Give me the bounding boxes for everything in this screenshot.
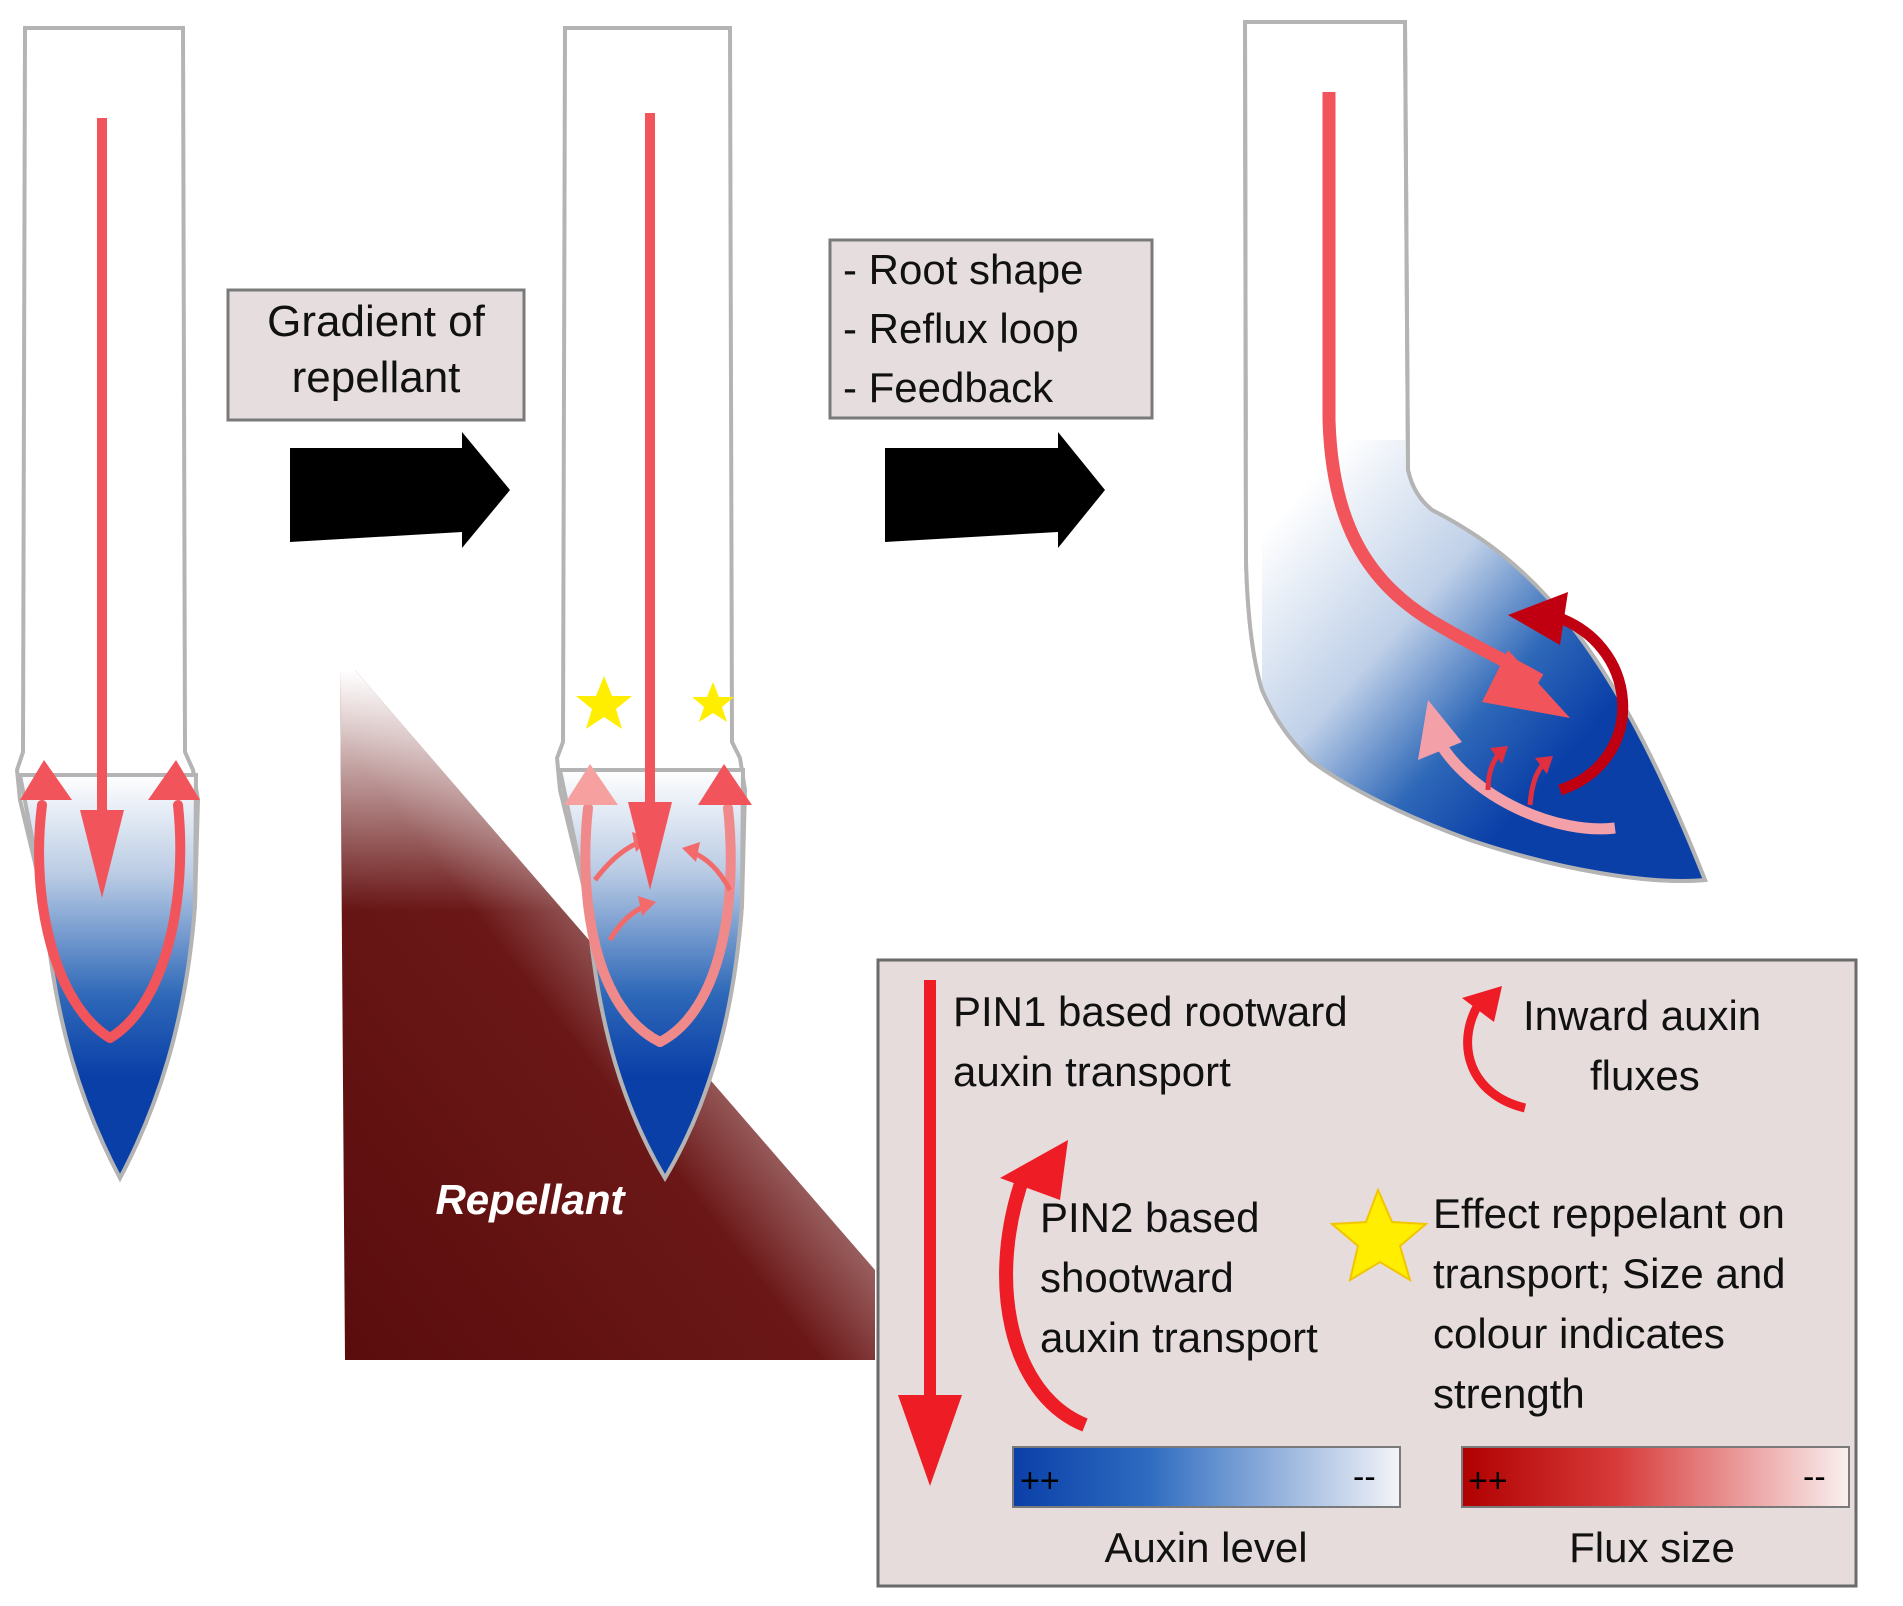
legend-flux-scale bbox=[1461, 1446, 1850, 1508]
root-2-star-left bbox=[576, 676, 632, 729]
root-2 bbox=[554, 26, 752, 1182]
root-2-loop-right-head bbox=[698, 764, 752, 805]
legend-flux-low: -- bbox=[1803, 1458, 1826, 1496]
repellant-label: Repellant bbox=[435, 1176, 626, 1223]
legend-pin2-arrow bbox=[999, 1169, 1088, 1432]
step-1-box-line2: repellant bbox=[292, 353, 461, 402]
step-1-box-line1: Gradient of bbox=[267, 297, 485, 346]
legend-auxin-low: -- bbox=[1353, 1458, 1376, 1496]
legend-inward-line2: fluxes bbox=[1590, 1052, 1700, 1099]
root-1-loop-left-head bbox=[20, 760, 72, 800]
legend-pin2-line1: PIN2 based bbox=[1040, 1194, 1259, 1241]
root-2-loop-left bbox=[580, 803, 665, 1047]
step-2: - Root shape - Reflux loop - Feedback bbox=[828, 238, 1154, 548]
root-1-loop-right bbox=[105, 800, 186, 1043]
root-2-loop-left-head bbox=[564, 764, 618, 805]
legend-inward-line1: Inward auxin bbox=[1523, 992, 1761, 1039]
step-2-box-line1: - Root shape bbox=[843, 246, 1083, 293]
legend-star-line2: transport; Size and bbox=[1433, 1250, 1786, 1297]
legend-pin1-line2: auxin transport bbox=[953, 1048, 1231, 1095]
legend-pin1-arrow-shaft bbox=[924, 980, 936, 1400]
legend-flux-high: ++ bbox=[1468, 1462, 1508, 1500]
root-1-tip bbox=[20, 775, 196, 1178]
root-2-star-right bbox=[692, 682, 734, 722]
root-3-outline bbox=[1242, 20, 1708, 883]
step-2-arrow bbox=[885, 432, 1105, 548]
step-2-box-line3: - Feedback bbox=[843, 364, 1054, 411]
root-1-loop-right-head bbox=[148, 760, 200, 800]
root-1-down-arrow-head bbox=[80, 810, 124, 898]
root-2-tip-outline bbox=[557, 768, 746, 1182]
root-3 bbox=[1242, 20, 1708, 883]
legend-star-icon bbox=[1329, 1187, 1429, 1283]
root-2-down-arrow-shaft bbox=[645, 113, 655, 810]
legend-auxin-scale bbox=[1012, 1446, 1401, 1508]
legend-pin2-line3: auxin transport bbox=[1040, 1314, 1318, 1361]
root-2-down-arrow-head bbox=[628, 802, 672, 890]
legend-inward-arrow-head bbox=[1462, 986, 1502, 1022]
step-2-box-line2: - Reflux loop bbox=[843, 305, 1079, 352]
legend-star-line1: Effect reppelant on bbox=[1433, 1190, 1785, 1237]
legend-pin1-arrow-head bbox=[898, 1395, 962, 1486]
root-2-tip bbox=[560, 770, 743, 1178]
legend-auxin-label: Auxin level bbox=[1104, 1524, 1307, 1571]
step-1: Gradient of repellant bbox=[226, 288, 526, 548]
step-2-box bbox=[828, 238, 1154, 420]
legend-pin2-arrow-head bbox=[1000, 1140, 1068, 1200]
root-3-reflux-dark bbox=[1548, 609, 1628, 796]
step-1-box bbox=[226, 288, 526, 422]
legend-auxin-high: ++ bbox=[1020, 1462, 1060, 1500]
legend-pin2-line2: shootward bbox=[1040, 1254, 1234, 1301]
legend-star-line4: strength bbox=[1433, 1370, 1585, 1417]
root-1-down-arrow-shaft bbox=[97, 118, 107, 818]
root-2-loop-right bbox=[655, 803, 736, 1047]
legend-star-line3: colour indicates bbox=[1433, 1310, 1725, 1357]
step-1-arrow bbox=[290, 432, 510, 548]
root-3-reflux-dark-head bbox=[1508, 592, 1568, 645]
root-3-main-arrow-head bbox=[1482, 650, 1570, 718]
legend-flux-label: Flux size bbox=[1569, 1524, 1735, 1571]
root-1-tip-outline bbox=[17, 773, 199, 1183]
root-3-tip bbox=[1262, 440, 1705, 881]
root-1-loop-left bbox=[34, 800, 115, 1043]
root-3-reflux-pink bbox=[1430, 732, 1616, 835]
legend-inward-arrow bbox=[1463, 1002, 1527, 1113]
legend-pin1-line1: PIN1 based rootward bbox=[953, 988, 1348, 1035]
root-3-reflux-pink-head bbox=[1418, 700, 1462, 760]
root-1 bbox=[14, 26, 201, 1183]
legend: PIN1 based rootward auxin transport Inwa… bbox=[876, 958, 1858, 1588]
